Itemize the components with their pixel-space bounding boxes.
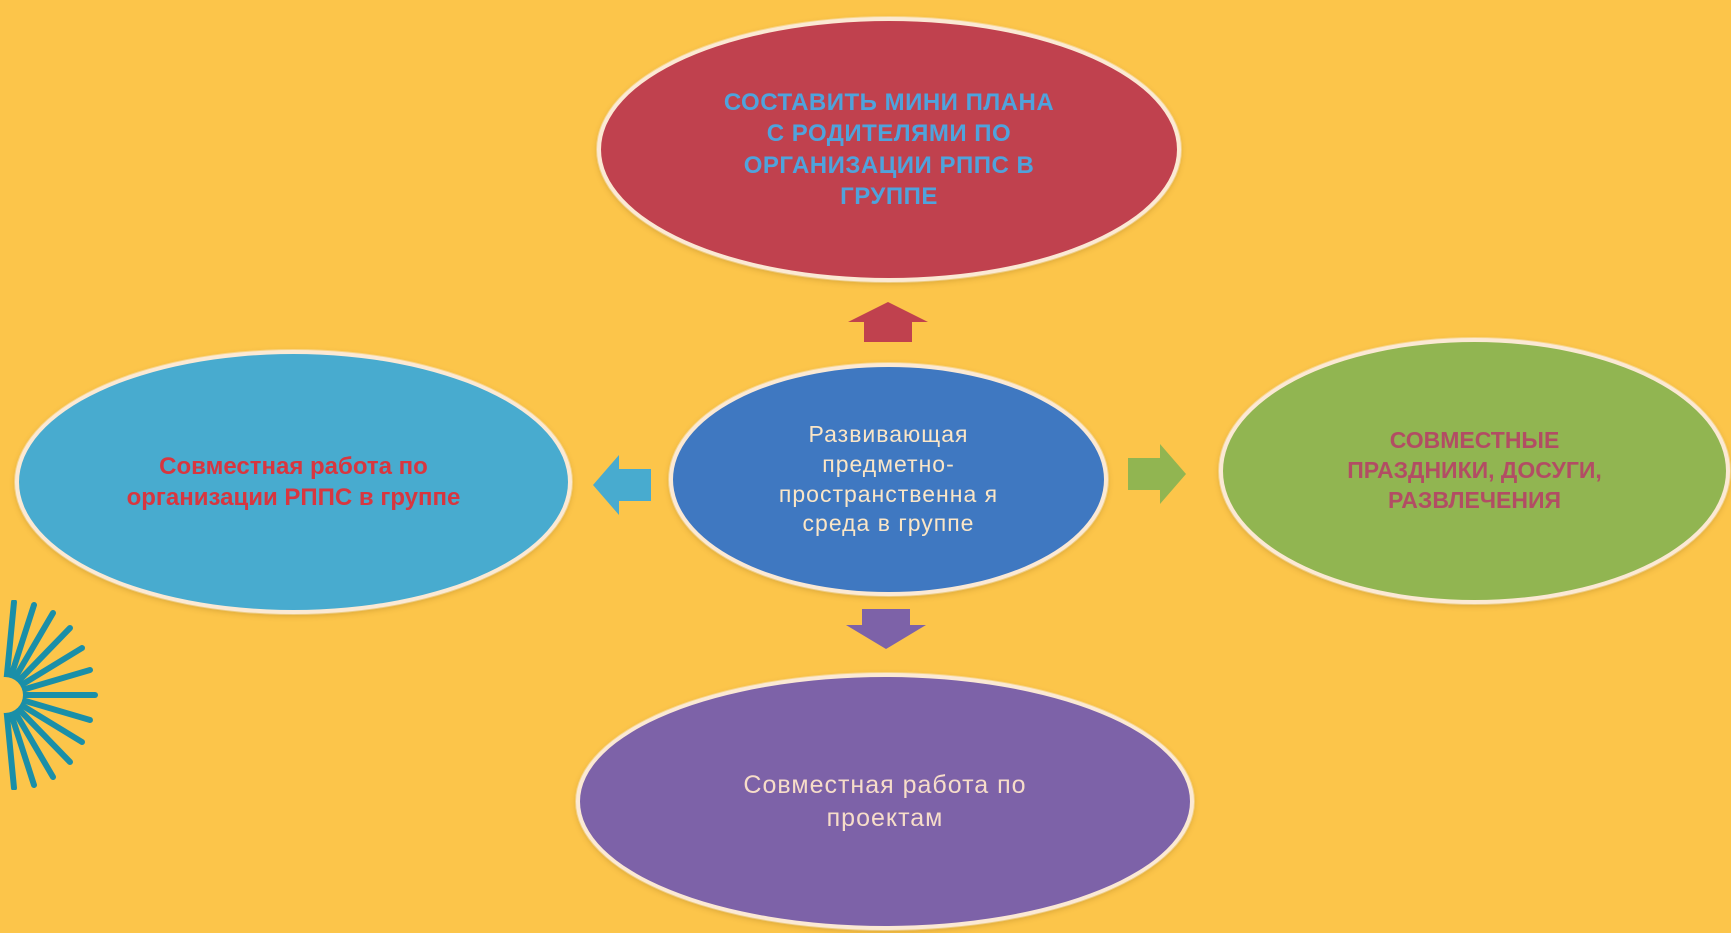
arrow-up-icon [848, 302, 928, 342]
center-ellipse-label: Развивающая предметно- пространственна я… [778, 420, 999, 537]
top-ellipse: СОСТАВИТЬ МИНИ ПЛАНА С РОДИТЕЛЯМИ ПО ОРГ… [597, 17, 1181, 282]
right-ellipse-label: СОВМЕСТНЫЕ ПРАЗДНИКИ, ДОСУГИ, РАЗВЛЕЧЕНИ… [1347, 427, 1602, 513]
left-ellipse-label: Совместная работа по организации РППС в … [126, 452, 461, 511]
starburst-icon [0, 600, 98, 790]
arrow-down-icon [846, 609, 926, 649]
right-ellipse: СОВМЕСТНЫЕ ПРАЗДНИКИ, ДОСУГИ, РАЗВЛЕЧЕНИ… [1219, 338, 1730, 604]
arrow-right-icon [1128, 444, 1186, 504]
left-ellipse: Совместная работа по организации РППС в … [15, 350, 572, 614]
bottom-ellipse-label: Совместная работа по проектам [743, 771, 1027, 832]
top-ellipse-label: СОСТАВИТЬ МИНИ ПЛАНА С РОДИТЕЛЯМИ ПО ОРГ… [723, 89, 1055, 210]
bottom-ellipse: Совместная работа по проектам [576, 673, 1194, 930]
arrow-left-icon [593, 455, 651, 515]
center-ellipse: Развивающая предметно- пространственна я… [669, 363, 1108, 596]
